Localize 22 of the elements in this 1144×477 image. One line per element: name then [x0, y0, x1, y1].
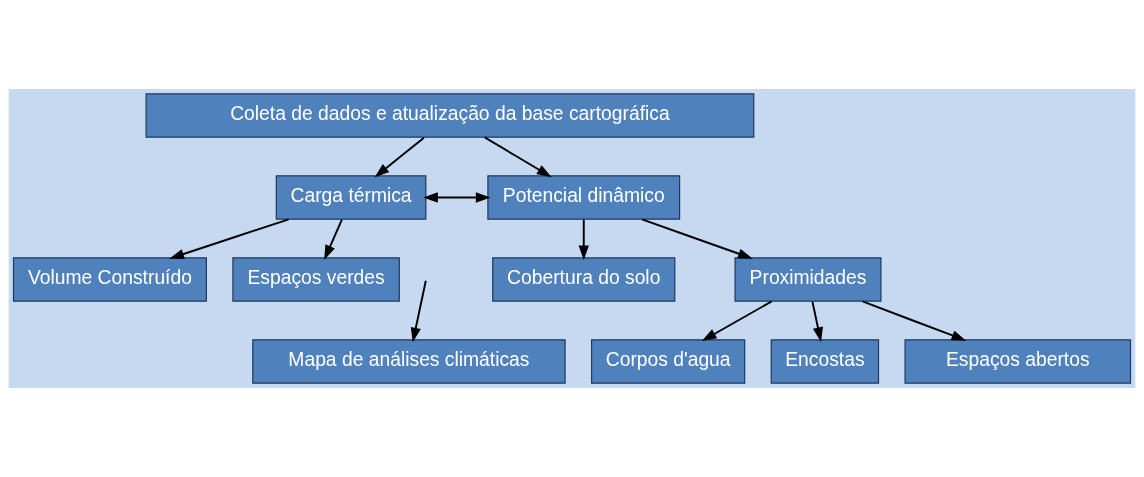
- arrow: [423, 192, 491, 203]
- node-box: Corpos d'agua: [591, 339, 746, 384]
- node-box: Volume Construído: [12, 257, 207, 302]
- node-box: Carga térmica: [275, 175, 427, 220]
- arrow: [641, 218, 753, 259]
- arrow: [701, 300, 773, 342]
- node-box: Espaços abertos: [904, 339, 1132, 384]
- node-box: Coleta de dados e atualização da base cartográfica: [145, 93, 755, 138]
- arrow: [861, 300, 967, 341]
- arrow: [374, 136, 425, 178]
- node-box: Cobertura do solo: [492, 257, 676, 302]
- node-box: Potencial dinâmico: [487, 175, 681, 220]
- node-box: Proximidades: [734, 257, 882, 302]
- arrow: [811, 300, 823, 343]
- arrow: [578, 218, 589, 261]
- node-box: Mapa de análises climáticas: [252, 339, 566, 384]
- arrow: [483, 136, 552, 178]
- arrow: [410, 279, 427, 343]
- arrow: [169, 218, 290, 259]
- node-box: Espaços verdes: [232, 257, 400, 302]
- arrow: [324, 218, 343, 260]
- node-box: Encostas: [770, 339, 880, 384]
